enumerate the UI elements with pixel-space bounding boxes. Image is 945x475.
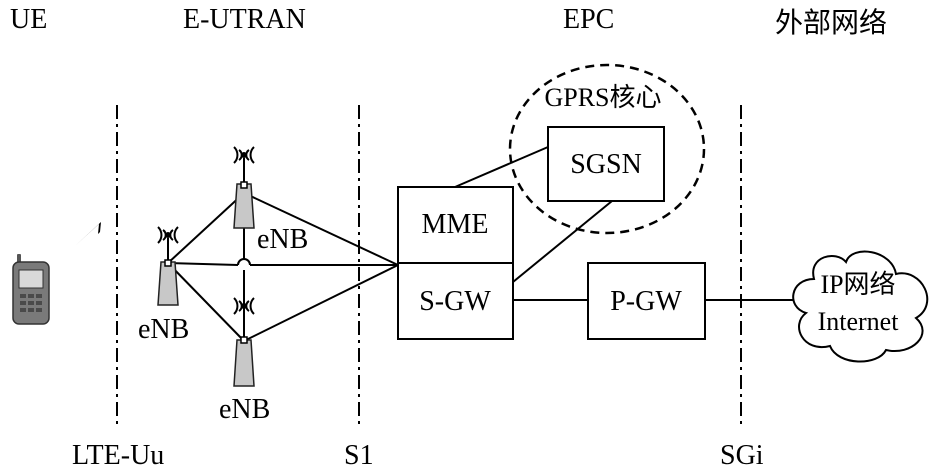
- zone-label-external-network: 外部网络: [775, 7, 887, 39]
- epc-links: [454, 146, 795, 301]
- zone-label-ue: UE: [10, 4, 47, 35]
- sgsn-label: SGSN: [570, 149, 642, 180]
- pgw-label: P-GW: [610, 286, 682, 317]
- sgsn-box: [547, 126, 665, 202]
- enb-mesh-links: [167, 192, 399, 342]
- pgw-box: [587, 262, 706, 340]
- radio-link-lightning-icon: [76, 209, 123, 245]
- ip-network-cloud-icon: [792, 250, 929, 363]
- interface-label-s1: S1: [344, 440, 374, 471]
- gprs-core-boundary: [508, 63, 706, 235]
- interface-label-sgi: SGi: [720, 440, 764, 471]
- sgw-label: S-GW: [419, 286, 491, 317]
- internet-label: Internet: [818, 307, 900, 336]
- gprs-core-label: GPRS核心: [544, 83, 661, 112]
- ip-network-label: IP网络: [820, 270, 895, 299]
- mobile-phone-icon: [12, 254, 50, 325]
- zone-label-eutran: E-UTRAN: [183, 4, 306, 35]
- mme-label: MME: [422, 209, 489, 240]
- enb-top-label: eNB: [257, 224, 308, 255]
- enb-bottom-label: eNB: [219, 394, 270, 425]
- zone-label-epc: EPC: [563, 4, 614, 35]
- enb-left-label: eNB: [138, 314, 189, 345]
- enb-top-antenna-icon: [233, 146, 255, 229]
- enb-bottom-antenna-icon: [233, 297, 255, 387]
- interface-label-lte-uu: LTE-Uu: [72, 440, 164, 471]
- enb-left-antenna-icon: [157, 226, 179, 306]
